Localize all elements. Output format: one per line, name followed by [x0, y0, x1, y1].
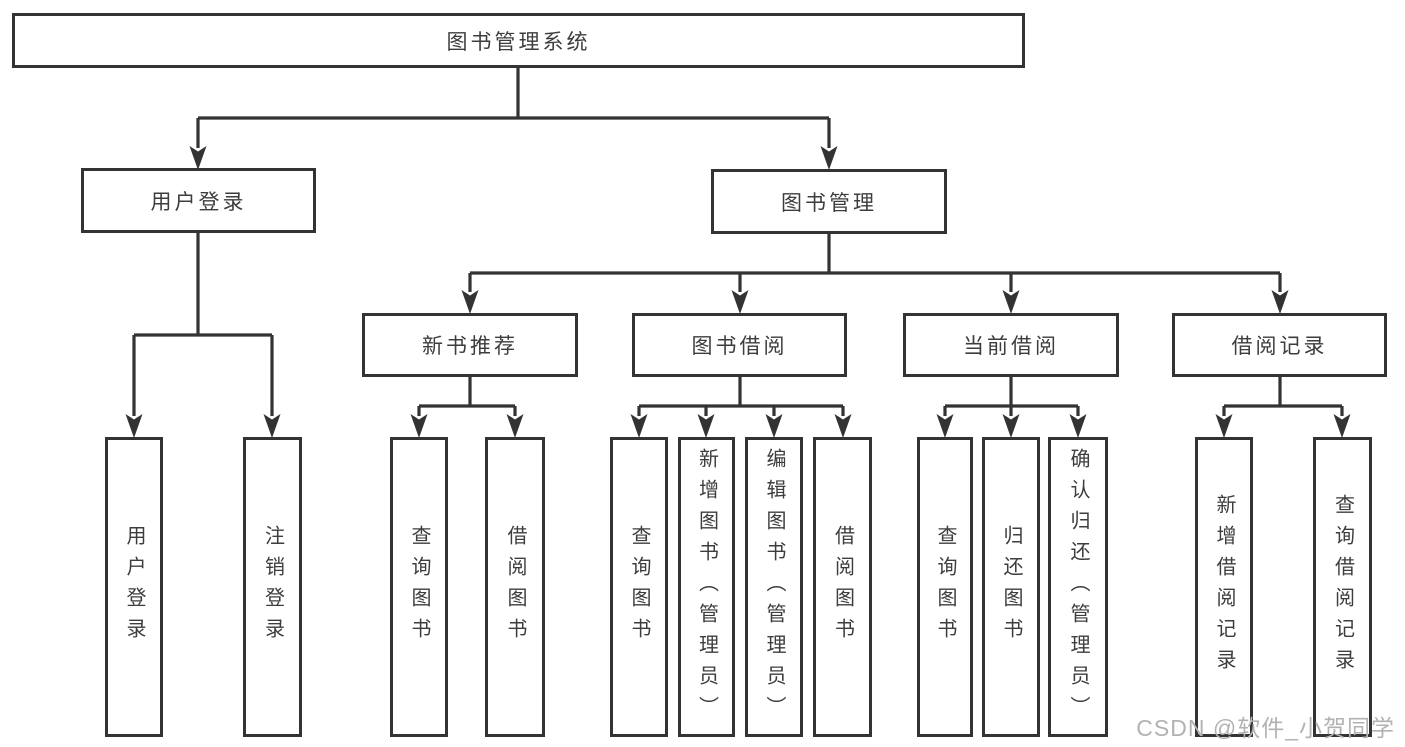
node-rec-borrow: 借阅图书 — [485, 437, 545, 737]
node-book-borrow-label: 图书借阅 — [691, 335, 788, 358]
arrowhead-bb-edit — [765, 414, 783, 438]
arrowhead-user-login — [189, 146, 207, 170]
node-bb-edit: 编辑图书（管理员） — [745, 437, 803, 737]
node-cb-confirm: 确认归还（管理员） — [1048, 437, 1108, 737]
arrowhead-br-add — [1215, 414, 1233, 438]
arrowhead-borrow-record — [1271, 290, 1289, 314]
node-br-query: 查询借阅记录 — [1313, 437, 1372, 737]
node-root: 图书管理系统 — [12, 13, 1025, 68]
node-cb-query-label: 查询图书 — [934, 525, 956, 649]
node-login-label: 用户登录 — [123, 525, 145, 649]
arrowhead-cb-confirm — [1069, 414, 1087, 438]
arrowhead-rec-query — [410, 414, 428, 438]
arrowhead-br-query — [1333, 414, 1351, 438]
node-user-login: 用户登录 — [81, 168, 316, 233]
node-current-borrow: 当前借阅 — [903, 313, 1119, 377]
node-root-label: 图书管理系统 — [446, 30, 591, 54]
node-cb-confirm-label: 确认归还（管理员） — [1067, 447, 1089, 727]
connector-current-borrow-split — [943, 377, 1080, 416]
arrowhead-current-borrow — [1002, 290, 1020, 314]
node-bb-borrow: 借阅图书 — [813, 437, 872, 737]
connector-new-book-rec-split — [417, 377, 517, 416]
arrowhead-logout — [263, 414, 281, 438]
node-cb-return-label: 归还图书 — [1000, 525, 1022, 649]
node-br-add-label: 新增借阅记录 — [1213, 494, 1235, 680]
node-rec-query-label: 查询图书 — [408, 525, 430, 649]
node-borrow-record: 借阅记录 — [1172, 313, 1387, 377]
arrowhead-book-borrow — [731, 290, 749, 314]
node-new-book-rec-label: 新书推荐 — [422, 335, 518, 358]
node-bb-edit-label: 编辑图书（管理员） — [763, 447, 785, 727]
arrowhead-bb-query — [630, 414, 648, 438]
node-login: 用户登录 — [105, 437, 163, 737]
connector-user-login-split — [132, 232, 274, 416]
node-book-mgmt: 图书管理 — [711, 169, 947, 234]
csdn-watermark: CSDN @软件_小贺同学 — [1136, 715, 1395, 741]
node-bb-add-label: 新增图书（管理员） — [695, 447, 718, 727]
node-bb-query-label: 查询图书 — [628, 525, 650, 649]
node-rec-query: 查询图书 — [390, 437, 448, 737]
node-borrow-record-label: 借阅记录 — [1231, 335, 1328, 358]
arrowhead-cb-return — [1002, 414, 1020, 438]
connector-borrow-record-split — [1222, 377, 1344, 416]
arrowhead-bb-borrow — [834, 414, 852, 438]
arrowhead-book-mgmt — [820, 146, 838, 170]
arrowhead-cb-query — [936, 414, 954, 438]
connector-book-mgmt-split — [468, 234, 1282, 292]
connector-book-borrow-split — [637, 377, 845, 416]
node-bb-query: 查询图书 — [610, 437, 668, 737]
arrowhead-rec-borrow — [506, 414, 524, 438]
arrowhead-bb-add — [697, 414, 715, 438]
node-book-borrow: 图书借阅 — [632, 313, 847, 377]
node-cb-return: 归还图书 — [982, 437, 1040, 737]
node-bb-add: 新增图书（管理员） — [678, 437, 735, 737]
node-rec-borrow-label: 借阅图书 — [504, 525, 526, 649]
arrowhead-new-book-rec — [461, 290, 479, 314]
node-br-add: 新增借阅记录 — [1195, 437, 1253, 737]
node-bb-borrow-label: 借阅图书 — [831, 525, 854, 649]
arrowhead-login — [125, 414, 143, 438]
connector-root-split — [196, 68, 831, 148]
node-cb-query: 查询图书 — [917, 437, 973, 737]
node-user-login-label: 用户登录 — [150, 190, 247, 214]
node-br-query-label: 查询借阅记录 — [1331, 494, 1354, 680]
node-logout: 注销登录 — [243, 437, 302, 737]
node-current-borrow-label: 当前借阅 — [963, 335, 1059, 358]
node-book-mgmt-label: 图书管理 — [781, 191, 877, 215]
node-new-book-rec: 新书推荐 — [362, 313, 578, 377]
node-logout-label: 注销登录 — [261, 525, 284, 649]
